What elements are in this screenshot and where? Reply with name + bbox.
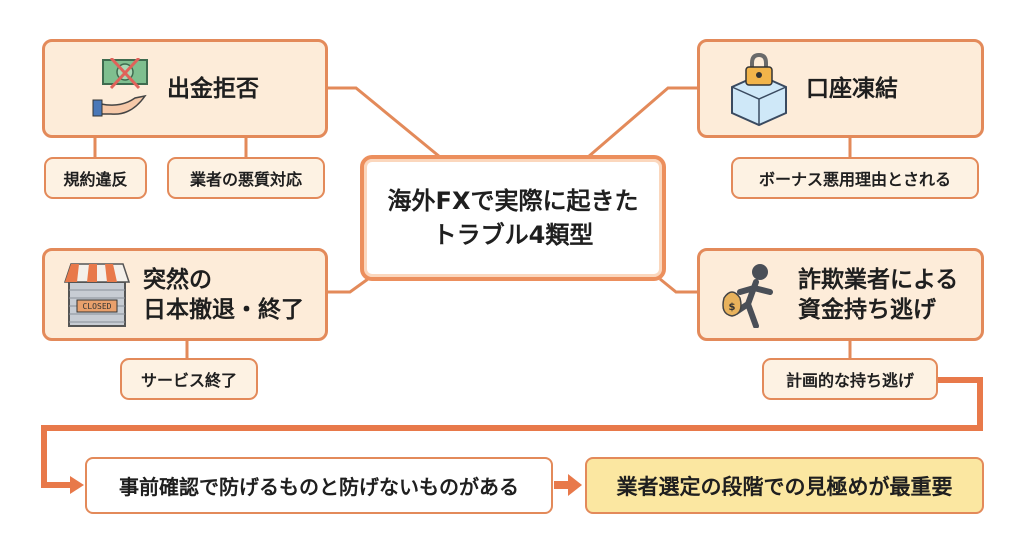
flow-step-conclusion: 業者選定の段階での見極めが最重要 — [585, 457, 984, 514]
flow-step-prevention: 事前確認で防げるものと防げないものがある — [85, 457, 553, 514]
thief-running-icon: $ — [722, 263, 773, 328]
center-title-line2: トラブル4類型 — [432, 221, 594, 249]
chip-planned-runaway: 計画的な持ち逃げ — [762, 358, 938, 400]
connector-freeze — [587, 86, 697, 159]
center-topic: 海外FXで実際に起きた トラブル4類型 — [360, 155, 666, 281]
chip-malicious-broker: 業者の悪質対応 — [167, 157, 325, 199]
card-title: 口座凍結 — [806, 75, 898, 102]
chip-terms-violation: 規約違反 — [44, 157, 147, 199]
card-title-line1: 詐欺業者による — [798, 266, 959, 293]
card-title: 出金拒否 — [167, 75, 259, 102]
center-title-line1: 海外FXで実際に起きた — [387, 187, 639, 215]
connector-fraud — [659, 277, 697, 294]
chip-service-end: サービス終了 — [120, 358, 258, 400]
connector-withdrawal-end — [327, 277, 369, 294]
money-refused-icon — [92, 57, 148, 116]
card-withdrawal-refusal: 出金拒否 — [42, 39, 328, 138]
card-title-line1: 突然の — [143, 266, 212, 293]
closed-sign-text: CLOSED — [83, 302, 112, 311]
card-sudden-exit: CLOSED 突然の 日本撤退・終了 — [42, 248, 328, 341]
card-fraud-runaway: $ 詐欺業者による 資金持ち逃げ — [697, 248, 984, 341]
card-title-line2: 日本撤退・終了 — [143, 296, 304, 323]
connector-withdrawal — [327, 86, 441, 159]
frozen-lock-icon — [731, 52, 787, 126]
card-title-line2: 資金持ち逃げ — [798, 296, 936, 323]
card-account-freeze: 口座凍結 — [697, 39, 984, 138]
flow-arrow-2 — [568, 474, 582, 496]
chip-bonus-abuse: ボーナス悪用理由とされる — [731, 157, 979, 199]
flow-arrow-1 — [70, 476, 84, 494]
flow-arrow-2-shaft — [554, 481, 570, 489]
closed-shop-icon: CLOSED — [63, 262, 131, 327]
flow-line — [41, 377, 983, 488]
svg-text:$: $ — [729, 302, 736, 313]
